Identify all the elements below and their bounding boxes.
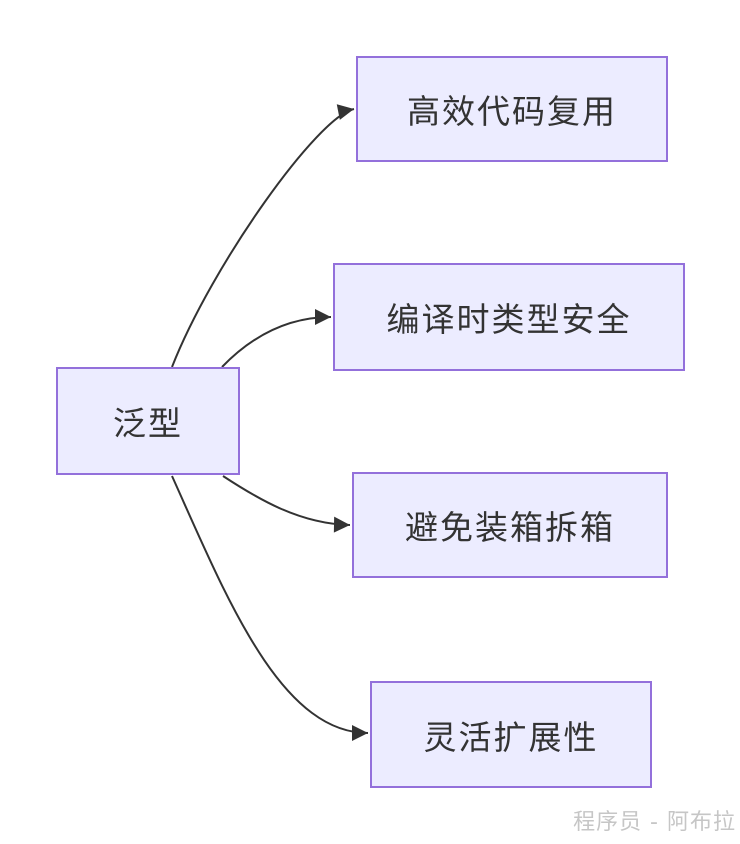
node-child-2-label: 避免装箱拆箱 <box>405 508 615 547</box>
edge-root-to-child-3 <box>171 475 369 741</box>
node-child-0: 高效代码复用 <box>356 56 668 162</box>
watermark: 程序员 - 阿布拉 <box>573 810 736 835</box>
edge-root-to-child-2 <box>222 475 351 533</box>
edge-root-to-child-0 <box>171 104 355 368</box>
node-child-0-label: 高效代码复用 <box>407 92 617 131</box>
node-root: 泛型 <box>56 367 240 475</box>
node-root-label: 泛型 <box>113 404 183 443</box>
node-child-2: 避免装箱拆箱 <box>352 472 668 578</box>
node-child-3-label: 灵活扩展性 <box>423 717 599 757</box>
node-child-3: 灵活扩展性 <box>370 681 652 788</box>
node-child-1: 编译时类型安全 <box>333 263 685 371</box>
node-child-1-label: 编译时类型安全 <box>386 300 632 339</box>
edge-root-to-child-1 <box>221 309 332 368</box>
